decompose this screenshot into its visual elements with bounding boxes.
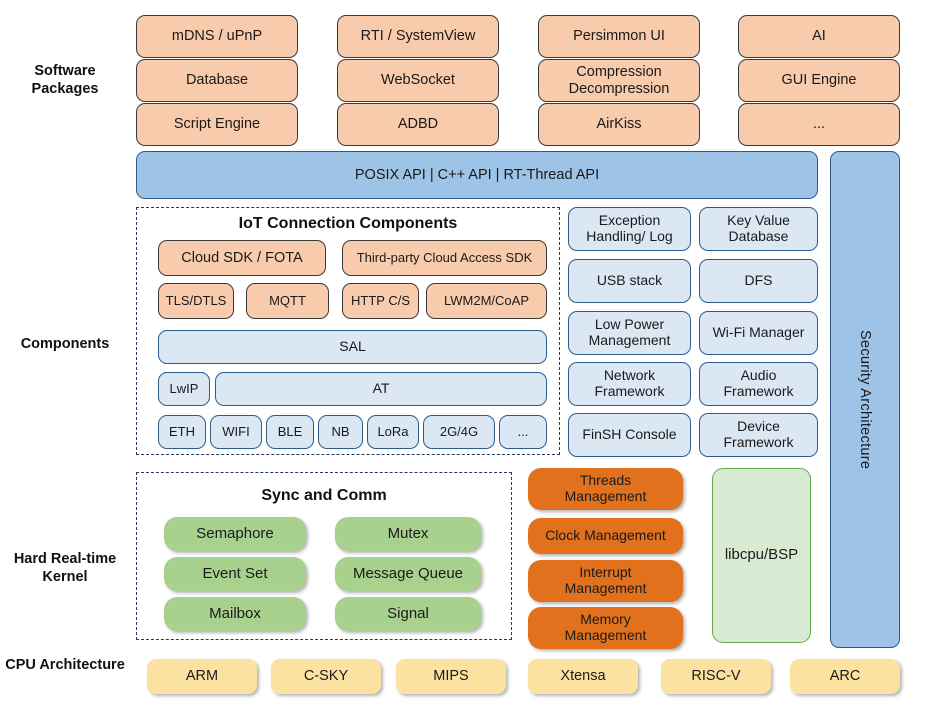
cpu-arch-box[interactable]: RISC-V (661, 659, 771, 694)
package-box[interactable]: AI (738, 15, 900, 58)
package-box[interactable]: GUI Engine (738, 59, 900, 102)
iot-connection-group (136, 207, 560, 455)
iot-link-box[interactable]: ... (499, 415, 547, 449)
iot-link-box[interactable]: ETH (158, 415, 206, 449)
component-box[interactable]: DFS (699, 259, 818, 303)
kernel-management-box[interactable]: Interrupt Management (528, 560, 683, 602)
component-box[interactable]: Device Framework (699, 413, 818, 457)
iot-sal-box[interactable]: SAL (158, 330, 547, 364)
component-box[interactable]: Low Power Management (568, 311, 691, 355)
sync-comm-box[interactable]: Mutex (335, 517, 481, 551)
iot-protocol-box[interactable]: MQTT (246, 283, 329, 319)
package-box[interactable]: ... (738, 103, 900, 146)
sync-comm-box[interactable]: Mailbox (164, 597, 306, 631)
package-box[interactable]: WebSocket (337, 59, 499, 102)
sync-and-comm-group-title: Sync and Comm (261, 487, 387, 504)
iot-protocol-box[interactable]: TLS/DTLS (158, 283, 234, 319)
cpu-arch-box[interactable]: MIPS (396, 659, 506, 694)
component-box[interactable]: Exception Handling/ Log (568, 207, 691, 251)
section-label-software-packages: Software Packages (31, 63, 99, 98)
cpu-arch-box[interactable]: C-SKY (271, 659, 381, 694)
section-label-components: Components (20, 336, 110, 352)
sync-comm-box[interactable]: Message Queue (335, 557, 481, 591)
iot-cloud-box[interactable]: Cloud SDK / FOTA (158, 240, 326, 276)
api-bar: POSIX API | C++ API | RT-Thread API (136, 151, 818, 199)
sync-comm-box[interactable]: Signal (335, 597, 481, 631)
kernel-management-box[interactable]: Memory Management (528, 607, 683, 649)
iot-link-box[interactable]: WIFI (210, 415, 262, 449)
cpu-arch-box[interactable]: ARC (790, 659, 900, 694)
section-label-kernel: Hard Real-time Kernel (13, 551, 117, 586)
section-label-cpu-architecture: CPU Architecture (5, 657, 125, 673)
component-box[interactable]: Key Value Database (699, 207, 818, 251)
iot-connection-group-title: IoT Connection Components (238, 215, 458, 232)
package-box[interactable]: Persimmon UI (538, 15, 700, 58)
cpu-arch-box[interactable]: Xtensa (528, 659, 638, 694)
component-box[interactable]: Network Framework (568, 362, 691, 406)
iot-cloud-box[interactable]: Third-party Cloud Access SDK (342, 240, 547, 276)
package-box[interactable]: ADBD (337, 103, 499, 146)
package-box[interactable]: AirKiss (538, 103, 700, 146)
iot-protocol-box[interactable]: HTTP C/S (342, 283, 419, 319)
iot-link-box[interactable]: BLE (266, 415, 314, 449)
package-box[interactable]: Script Engine (136, 103, 298, 146)
security-architecture-label: Security Architecture (857, 329, 873, 470)
security-architecture-bar: Security Architecture (830, 151, 900, 648)
component-box[interactable]: FinSH Console (568, 413, 691, 457)
package-box[interactable]: RTI / SystemView (337, 15, 499, 58)
iot-at-box[interactable]: AT (215, 372, 547, 406)
libcpu-bsp-box[interactable]: libcpu/BSP (712, 468, 811, 643)
package-box[interactable]: Compression Decompression (538, 59, 700, 102)
cpu-arch-box[interactable]: ARM (147, 659, 257, 694)
kernel-management-box[interactable]: Clock Management (528, 518, 683, 554)
package-box[interactable]: Database (136, 59, 298, 102)
component-box[interactable]: USB stack (568, 259, 691, 303)
sync-comm-box[interactable]: Event Set (164, 557, 306, 591)
iot-link-box[interactable]: LoRa (367, 415, 419, 449)
kernel-management-box[interactable]: Threads Management (528, 468, 683, 510)
component-box[interactable]: Wi-Fi Manager (699, 311, 818, 355)
iot-protocol-box[interactable]: LWM2M/CoAP (426, 283, 547, 319)
iot-link-box[interactable]: 2G/4G (423, 415, 495, 449)
iot-link-box[interactable]: NB (318, 415, 363, 449)
sync-comm-box[interactable]: Semaphore (164, 517, 306, 551)
component-box[interactable]: Audio Framework (699, 362, 818, 406)
sync-and-comm-group (136, 472, 512, 640)
iot-lwip-box[interactable]: LwIP (158, 372, 210, 406)
package-box[interactable]: mDNS / uPnP (136, 15, 298, 58)
